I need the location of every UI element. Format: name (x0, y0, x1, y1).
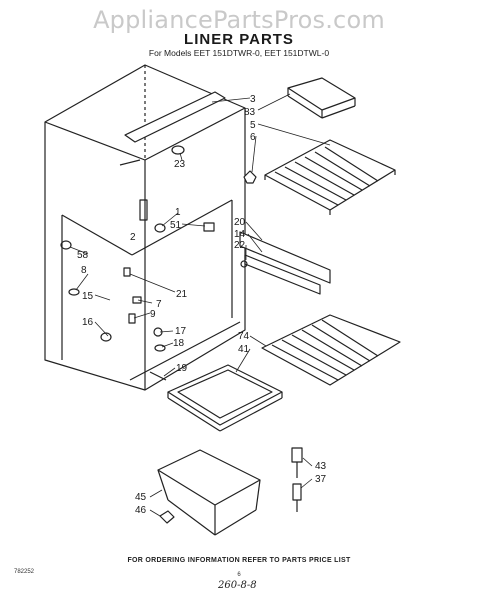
callout-1: 1 (175, 207, 181, 218)
callout-43: 43 (315, 461, 327, 472)
callout-15: 15 (82, 291, 94, 302)
storage-basket (157, 449, 261, 536)
callout-9: 9 (150, 309, 156, 320)
freezer-pan (167, 364, 283, 432)
liner-cabinet (44, 64, 246, 391)
leader-lines (69, 93, 331, 517)
callout-23: 23 (174, 159, 186, 170)
watermark: AppliancePartsPros.com (93, 6, 385, 34)
callout-2: 2 (130, 232, 136, 243)
lower-wire-shelf (261, 314, 401, 386)
handwritten-reference: 260-8-8 (218, 580, 257, 591)
callout-41: 41 (238, 344, 250, 355)
callout-17: 17 (175, 326, 187, 337)
callout-46: 46 (135, 505, 147, 516)
door-rail (239, 231, 331, 295)
page-number: 6 (237, 572, 241, 578)
document-code: 782252 (14, 569, 35, 575)
callout-21: 21 (176, 289, 188, 300)
callout-16: 16 (82, 317, 94, 328)
shelf-support (243, 170, 257, 184)
callout-58: 58 (77, 250, 89, 261)
callout-3: 3 (250, 94, 256, 105)
callout-22: 22 (234, 240, 246, 251)
model-subtitle: For Models EET 151DTWR-0, EET 151DTWL-0 (148, 48, 330, 58)
callout-8: 8 (81, 265, 87, 276)
callout-7: 7 (156, 299, 162, 310)
callout-6: 6 (250, 132, 256, 143)
callout-20: 20 (234, 217, 246, 228)
callout-37: 37 (315, 474, 327, 485)
page-title: LINER PARTS (184, 31, 294, 48)
basket-clip (159, 510, 175, 524)
callout-83: 83 (244, 107, 256, 118)
ordering-note: FOR ORDERING INFORMATION REFER TO PARTS … (127, 557, 351, 564)
cabinet-small-parts (60, 145, 215, 381)
callout-74: 74 (238, 331, 250, 342)
callout-14: 14 (234, 229, 246, 240)
thermostat-parts (291, 447, 303, 512)
ice-tray (287, 77, 356, 119)
callout-45: 45 (135, 492, 147, 503)
callout-18: 18 (173, 338, 185, 349)
callout-19: 19 (176, 363, 188, 374)
upper-wire-shelf (264, 139, 396, 215)
callout-5: 5 (250, 120, 256, 131)
callout-51: 51 (170, 220, 182, 231)
